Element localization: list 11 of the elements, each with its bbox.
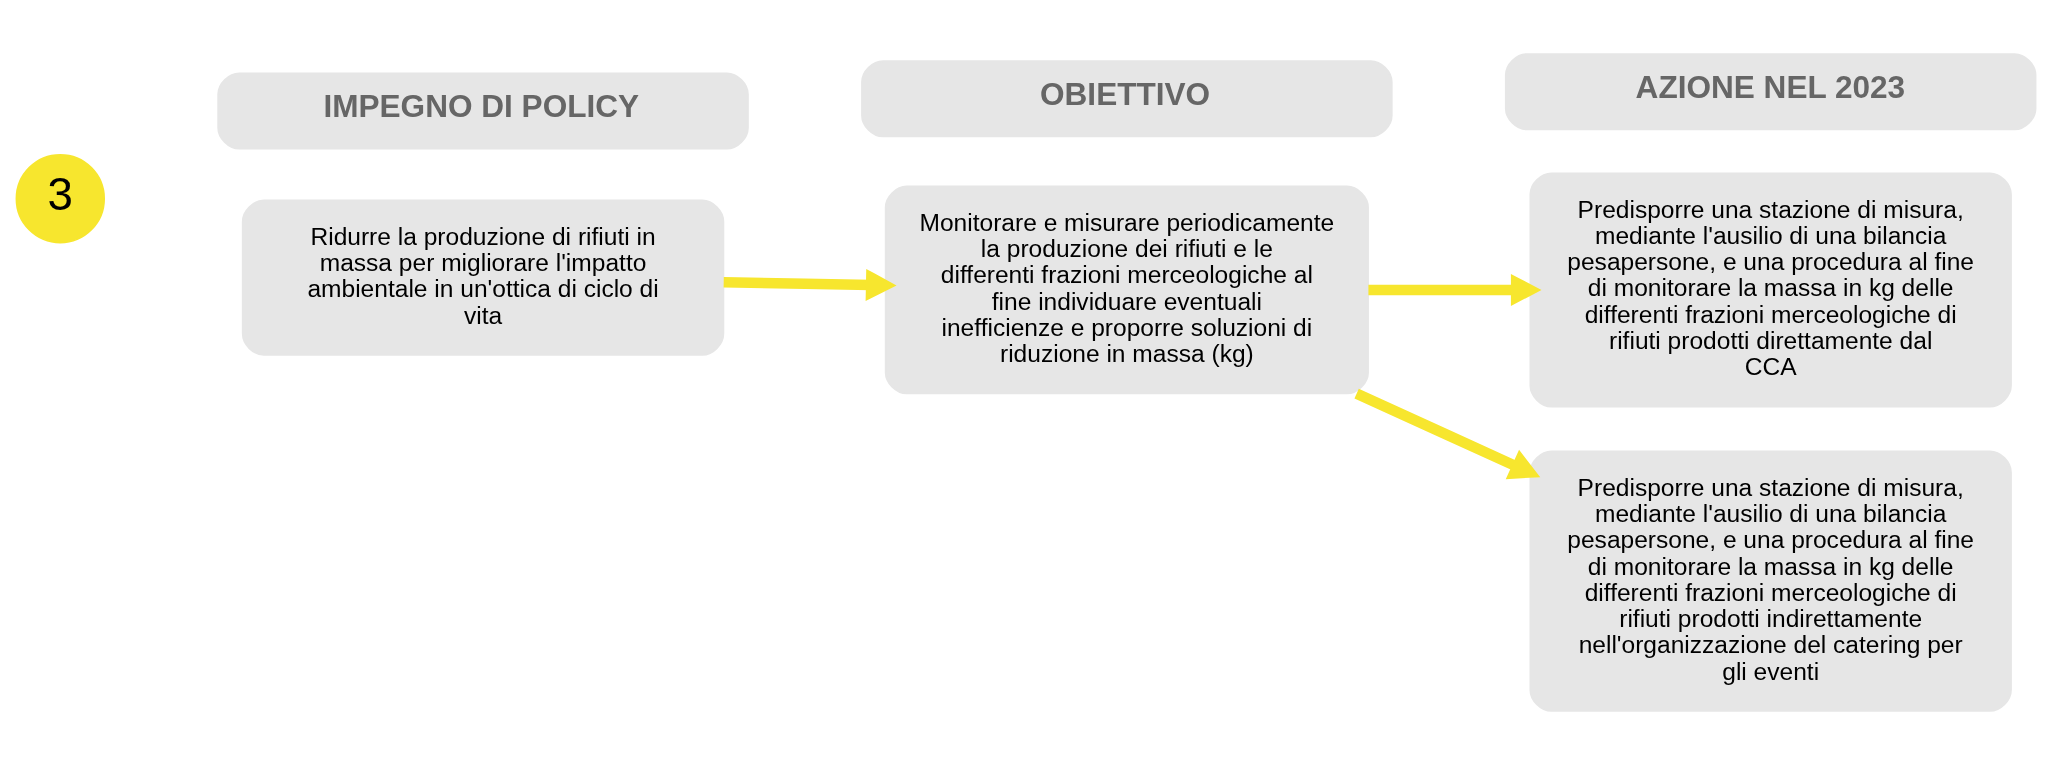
node-box: Monitorare e misurare periodicamente la produzione dei rifiuti e le differenti frazioni merceologiche al fine individuare eventuali inefficienze e proporre soluzioni di riduzione in massa (kg) (884, 185, 1369, 394)
arrow (1368, 273, 1542, 306)
node-box: AZIONE NEL 2023 (1504, 52, 2037, 130)
node-box: Predisporre una stazione di misura, mediante l'ausilio di una bilancia pesapersone, e una procedura al fine di monitorare la massa in kg delle differenti frazioni merceologiche di rifiuti prodotti indirettamente nell'organizzazione del catering per gli eventi (1529, 449, 2012, 712)
node-box: OBIETTIVO (861, 59, 1393, 137)
node-box: Predisporre una stazione di misura, mediante l'ausilio di una bilancia pesapersone, e una procedura al fine di monitorare la massa in kg delle differenti frazioni merceologiche di rifiuti prodotti direttamente dal CCA (1529, 171, 2012, 407)
node-box: IMPEGNO DI POLICY (217, 71, 749, 150)
node-box: Ridurre la produzione di rifiuti in massa per migliorare l'impatto ambientale in un'ottica di ciclo di vita (241, 199, 725, 356)
arrow (723, 268, 897, 301)
node-circle: 3 (15, 153, 105, 243)
arrow (1354, 388, 1541, 479)
